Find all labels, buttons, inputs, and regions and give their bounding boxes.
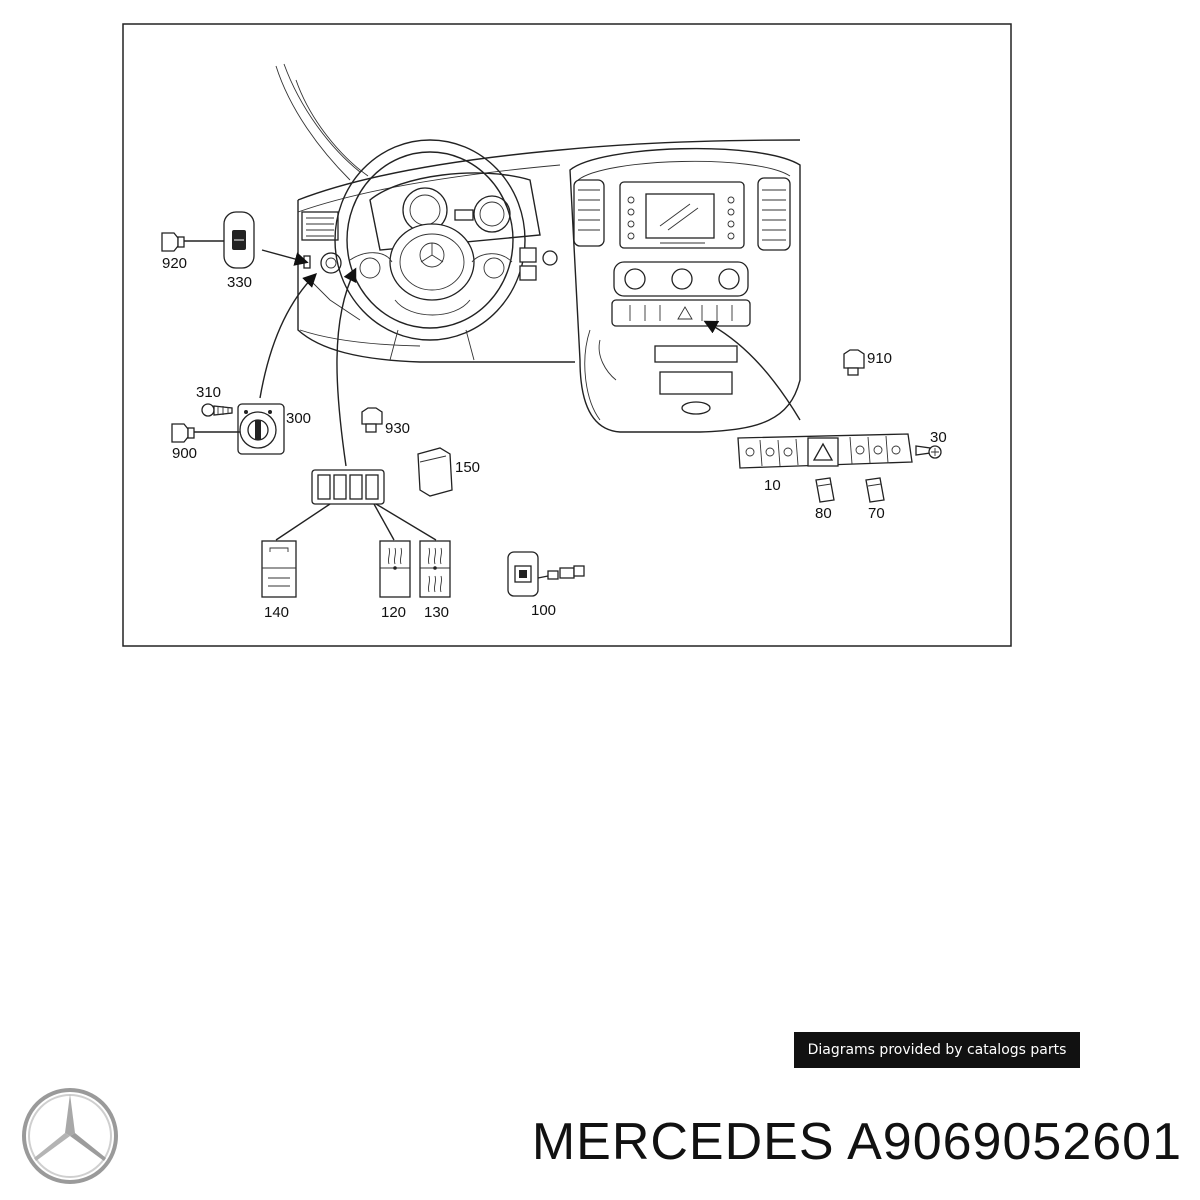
part-910-connector [843,349,865,376]
callout-80: 80 [815,505,832,522]
callout-140: 140 [264,604,289,621]
part-300-light-switch [237,403,285,455]
callout-130: 130 [424,604,449,621]
dashboard-drawing [275,63,801,433]
callout-900: 900 [172,445,197,462]
diagram-border [122,23,1012,647]
part-930-connector [361,407,383,433]
part-100-switch [507,551,585,597]
footer-title: MERCEDES A9069052601 [532,1112,1182,1172]
part-310-screw [201,403,233,417]
callout-330: 330 [227,274,252,291]
callout-30: 30 [930,429,947,446]
part-140-switch [261,540,297,598]
part-switch-frame [275,469,437,541]
callout-10: 10 [764,477,781,494]
mercedes-star-icon [22,1088,118,1184]
part-80-cap [815,477,835,503]
part-number: A9069052601 [847,1113,1182,1171]
part-330-switch [223,211,255,269]
part-70-cap [865,477,885,503]
callout-70: 70 [868,505,885,522]
part-130-switch [419,540,451,598]
callout-920: 920 [162,255,187,272]
brand-name: MERCEDES [531,1113,835,1171]
callout-930: 930 [385,420,410,437]
part-150-cover [417,447,453,497]
callout-arrows [259,249,801,467]
callout-labels: 920 330 310 300 900 930 150 910 30 10 80… [162,255,947,621]
callout-120: 120 [381,604,406,621]
callout-910: 910 [867,350,892,367]
callout-100: 100 [531,602,556,619]
callout-300: 300 [286,410,311,427]
callout-150: 150 [455,459,480,476]
callout-310: 310 [196,384,221,401]
caption-badge: Diagrams provided by catalogs parts [794,1032,1080,1068]
part-920-connector [161,232,225,252]
part-120-switch [379,540,411,598]
part-10-switch-panel [737,433,913,469]
part-30-screw [915,445,942,459]
part-900-connector [171,423,240,443]
